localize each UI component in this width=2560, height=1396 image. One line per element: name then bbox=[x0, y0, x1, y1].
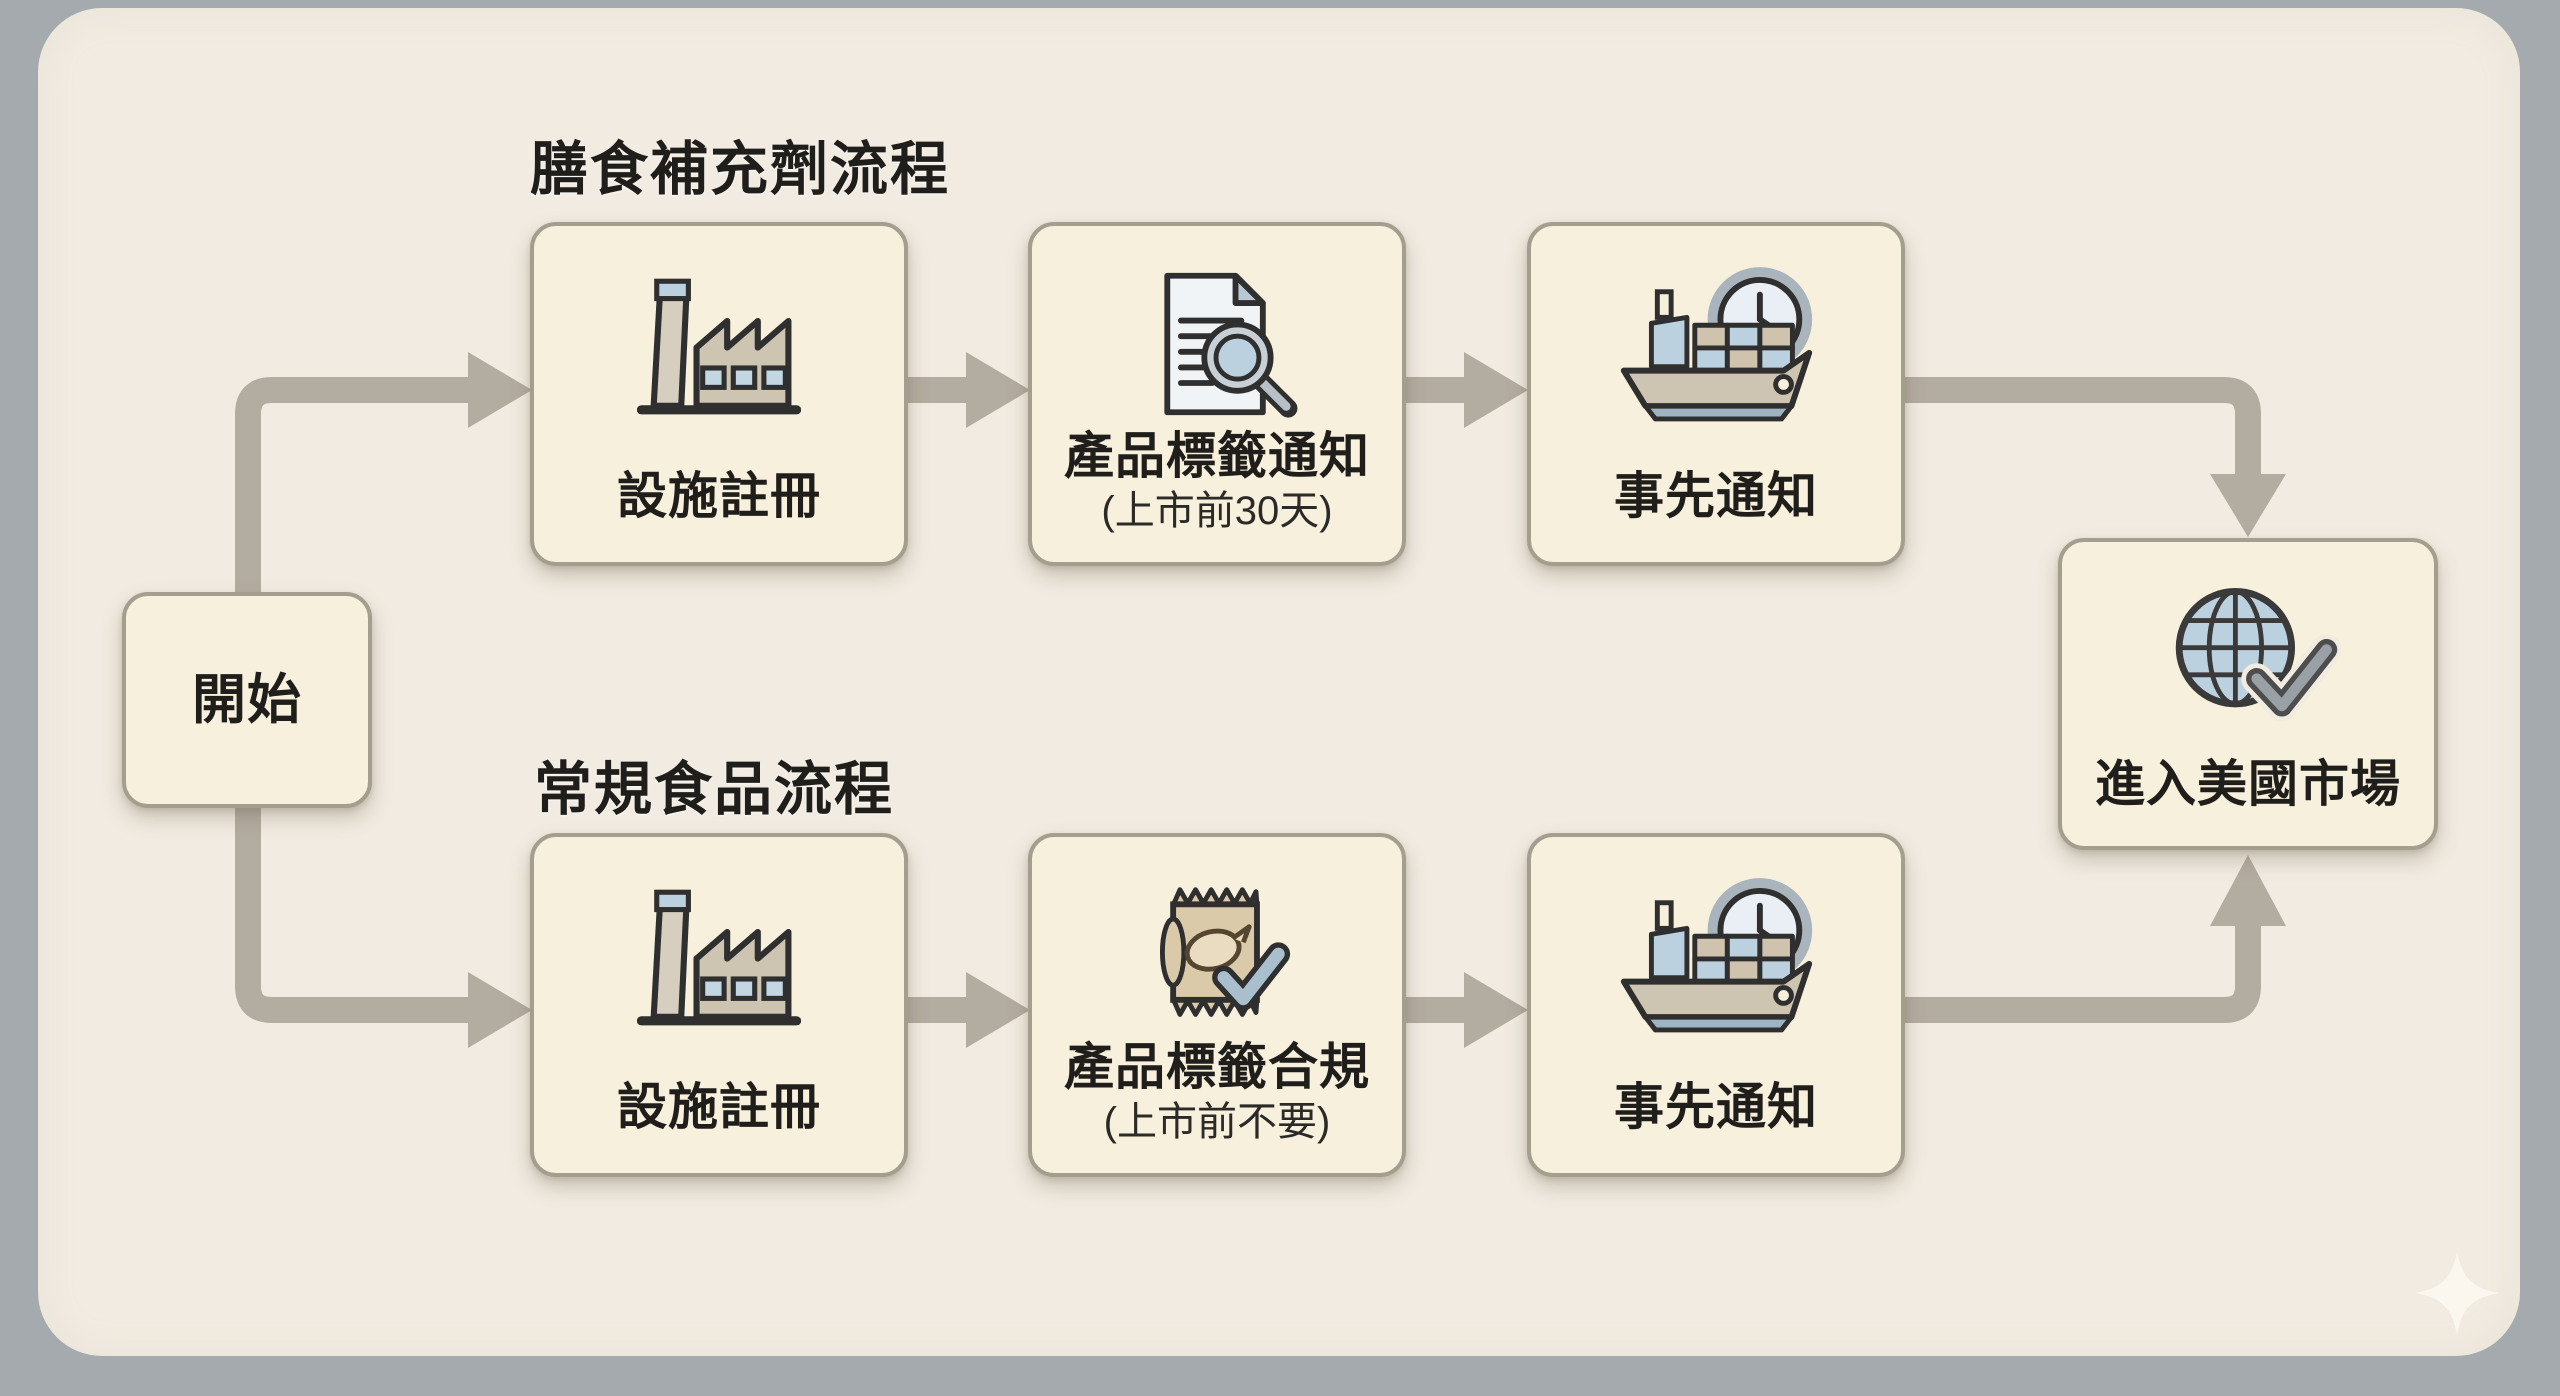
flow-title-supplement: 膳食補充劑流程 bbox=[530, 137, 951, 202]
node-regular-prior-notice: 事先通知 bbox=[1527, 833, 1905, 1177]
step-label: 產品標籤合規 bbox=[1064, 1039, 1370, 1095]
ship-clock-icon bbox=[1610, 871, 1822, 1039]
ship-clock-icon bbox=[1610, 260, 1822, 428]
step-label: 事先通知 bbox=[1614, 468, 1818, 524]
sparkle-icon bbox=[2415, 1251, 2499, 1335]
globe-check-icon bbox=[2155, 568, 2341, 740]
connector-start-to-supplement bbox=[235, 377, 470, 594]
node-regular-label-compliance: 產品標籤合規 (上市前不要) bbox=[1028, 833, 1406, 1177]
node-enter-us-market: 進入美國市場 bbox=[2058, 538, 2438, 850]
step-label-block: 產品標籤合規 (上市前不要) bbox=[1064, 1039, 1370, 1145]
connector-supplement-to-end bbox=[1905, 377, 2261, 478]
package-check-icon bbox=[1134, 871, 1300, 1039]
step-sublabel: (上市前不要) bbox=[1103, 1100, 1331, 1144]
document-search-icon bbox=[1133, 260, 1301, 428]
start-label: 開始 bbox=[192, 669, 302, 730]
node-supplement-label-notification: 產品標籤通知 (上市前30天) bbox=[1028, 222, 1406, 566]
flow-title-regular: 常規食品流程 bbox=[534, 757, 895, 822]
node-start: 開始 bbox=[122, 592, 372, 808]
factory-icon bbox=[637, 260, 801, 428]
node-supplement-facility-registration: 設施註冊 bbox=[530, 222, 908, 566]
factory-icon bbox=[637, 871, 801, 1039]
step-label: 設施註冊 bbox=[617, 1079, 821, 1135]
step-label-block: 產品標籤通知 (上市前30天) bbox=[1064, 428, 1370, 534]
step-label: 設施註冊 bbox=[617, 468, 821, 524]
step-label: 產品標籤通知 bbox=[1064, 428, 1370, 484]
step-sublabel: (上市前30天) bbox=[1101, 489, 1333, 533]
step-label: 事先通知 bbox=[1614, 1079, 1818, 1135]
connector-regular-to-end bbox=[1905, 922, 2261, 1023]
connector-start-to-regular bbox=[235, 805, 470, 1023]
node-supplement-prior-notice: 事先通知 bbox=[1527, 222, 1905, 566]
arrowheads bbox=[468, 352, 2286, 1048]
end-label: 進入美國市場 bbox=[2095, 756, 2401, 812]
node-regular-facility-registration: 設施註冊 bbox=[530, 833, 908, 1177]
